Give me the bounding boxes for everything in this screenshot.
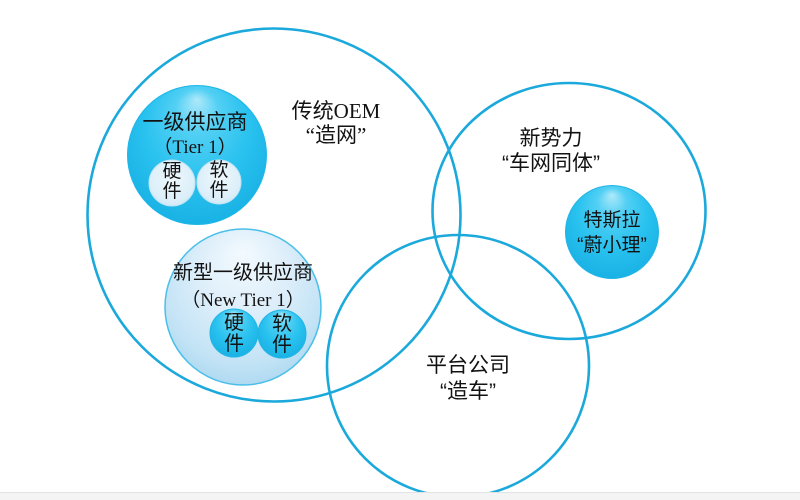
new-tier1-software-text: 软件 [272, 313, 292, 356]
new-tier1-hardware-text: 硬件 [224, 312, 244, 355]
tesla-label-line2: “蔚小理” [577, 235, 647, 256]
tier1-software-circle [196, 159, 242, 205]
new-tier1-label-line2: （New Tier 1） [181, 290, 305, 311]
traditional-oem-label: 传统OEM “造网” [246, 99, 426, 147]
new-tier1-label-line1: 新型一级供应商 [173, 262, 313, 284]
traditional-oem-label-line2: “造网” [305, 123, 367, 147]
tier1-software-label: 软件 [199, 161, 239, 201]
platform-label-line2: “造车” [440, 380, 496, 403]
new-forces-label-line2: “车网同体” [502, 152, 600, 175]
tier1-hardware-text: 硬件 [162, 161, 182, 202]
bottom-strip [0, 492, 800, 500]
traditional-oem-circle [86, 27, 462, 403]
platform-label-line1: 平台公司 [426, 354, 510, 377]
new-forces-label: 新势力 “车网同体” [456, 126, 646, 176]
tier1-label-line2: （Tier 1） [153, 137, 237, 158]
new-forces-circle [431, 81, 707, 341]
tesla-circle [565, 185, 659, 279]
platform-label: 平台公司 “造车” [378, 353, 558, 405]
tier1-label: 一级供应商 （Tier 1） [115, 110, 275, 160]
new-tier1-hardware-label: 硬件 [214, 313, 254, 355]
tier1-label-line1: 一级供应商 [142, 111, 248, 134]
tier1-hardware-circle [148, 159, 196, 207]
new-tier1-software-label: 软件 [262, 314, 302, 356]
new-forces-label-line1: 新势力 [519, 127, 583, 150]
tier1-software-text: 软件 [209, 160, 229, 201]
new-tier1-label: 新型一级供应商 （New Tier 1） [148, 259, 338, 315]
tesla-label: 特斯拉 “蔚小理” [547, 208, 677, 258]
new-tier1-software-circle [257, 309, 307, 359]
traditional-oem-label-line1: 传统OEM [291, 99, 381, 123]
tesla-label-line1: 特斯拉 [583, 210, 641, 231]
tier1-hardware-label: 硬件 [152, 162, 192, 202]
